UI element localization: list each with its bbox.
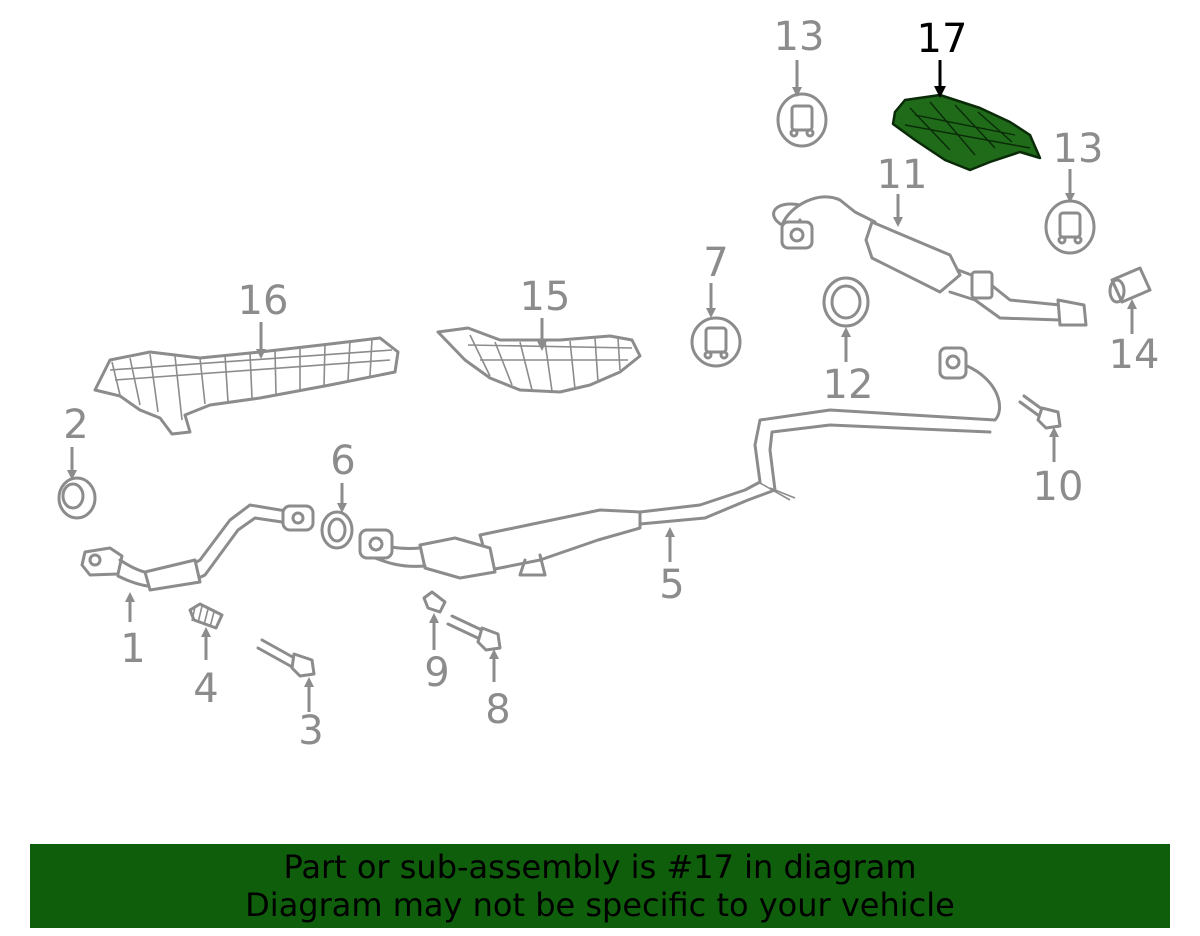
- part-1-front-pipe[interactable]: [80, 503, 315, 592]
- part-8-bolt[interactable]: [446, 614, 502, 652]
- part-15-heat-insulator[interactable]: [436, 326, 642, 394]
- part-6-gasket[interactable]: [320, 510, 354, 550]
- part-11-tail-pipe-assembly[interactable]: [772, 195, 1088, 327]
- label-1: 1: [120, 626, 145, 672]
- part-10-bolt[interactable]: [1018, 394, 1062, 430]
- banner-line-2: Diagram may not be specific to your vehi…: [245, 886, 955, 924]
- part-9-stud[interactable]: [422, 590, 447, 614]
- part-13-hanger-right[interactable]: [1044, 199, 1096, 255]
- label-2: 2: [63, 402, 88, 448]
- label-8: 8: [485, 687, 510, 733]
- label-9: 9: [424, 650, 449, 696]
- part-12-gasket[interactable]: [822, 276, 870, 328]
- callout-labels: 1 2 3 4 5 6 7 8 9 10 11 12 13 13 14 15 1…: [63, 14, 1159, 754]
- leader-arrows: [67, 60, 1137, 712]
- label-3: 3: [298, 708, 323, 754]
- part-14-tail-pipe-tip[interactable]: [1108, 266, 1152, 304]
- label-4: 4: [193, 666, 218, 712]
- part-4-stud[interactable]: [188, 602, 224, 630]
- part-7-hanger[interactable]: [690, 316, 742, 368]
- label-16: 16: [238, 278, 289, 324]
- label-6: 6: [330, 438, 355, 484]
- label-11: 11: [877, 152, 928, 198]
- label-5: 5: [659, 562, 684, 608]
- label-10: 10: [1033, 464, 1084, 510]
- part-2-gasket[interactable]: [57, 476, 97, 520]
- label-13-right: 13: [1053, 126, 1104, 172]
- exhaust-parts-diagram: 1 2 3 4 5 6 7 8 9 10 11 12 13 13 14 15 1…: [57, 14, 1159, 754]
- label-17: 17: [917, 16, 968, 62]
- part-13-hanger-upper[interactable]: [776, 92, 828, 148]
- label-7: 7: [703, 240, 728, 286]
- label-12: 12: [823, 362, 874, 408]
- part-info-banner: Part or sub-assembly is #17 in diagram D…: [30, 844, 1170, 928]
- part-3-bolt[interactable]: [256, 638, 316, 678]
- label-14: 14: [1109, 332, 1160, 378]
- label-13-upper: 13: [774, 14, 825, 60]
- part-16-heat-insulator[interactable]: [93, 336, 400, 436]
- label-15: 15: [520, 274, 571, 320]
- banner-line-1: Part or sub-assembly is #17 in diagram: [283, 848, 917, 886]
- part-5-exhaust-pipe[interactable]: [358, 346, 1002, 580]
- part-17-heat-insulator[interactable]: [891, 93, 1042, 172]
